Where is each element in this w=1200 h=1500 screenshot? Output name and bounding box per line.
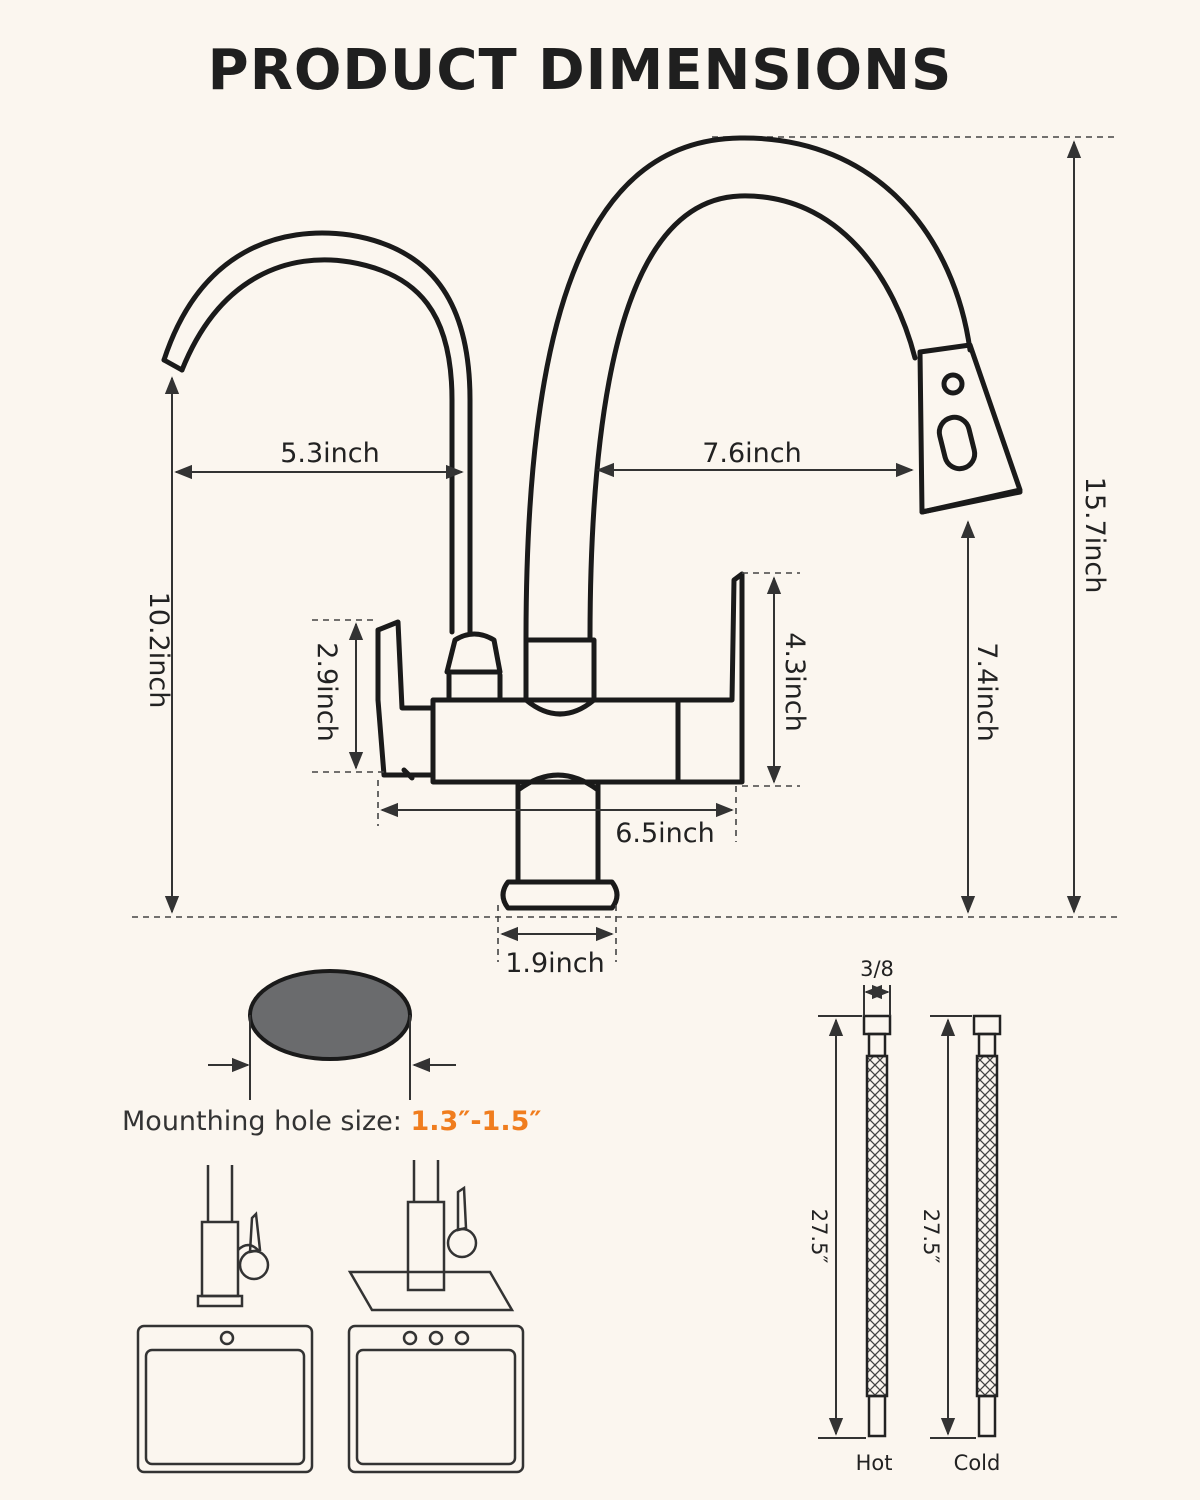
mounting-hole-range: 1.3″-1.5″ xyxy=(410,1106,542,1137)
three-hole-installation xyxy=(347,1160,525,1474)
filter-height-label: 10.2inch xyxy=(143,592,174,709)
page-title: PRODUCT DIMENSIONS xyxy=(207,38,953,103)
faucet-illustration xyxy=(161,135,1023,911)
left-handle-label: 2.9inch xyxy=(311,642,342,742)
hose-thread-label: 3/8 xyxy=(860,957,894,981)
hot-hose-length-label: 27.5″ xyxy=(807,1209,831,1264)
cold-hose-label: Cold xyxy=(954,1451,1001,1475)
filter-reach-label: 5.3inch xyxy=(280,438,380,469)
base-diameter-label: 1.9inch xyxy=(505,948,605,979)
spray-button-icon xyxy=(941,372,965,396)
mounting-hole-label: Mounthing hole size: xyxy=(122,1106,411,1137)
mounting-hole-size-text: Mounthing hole size: 1.3″-1.5″ xyxy=(122,1106,541,1137)
mounting-hole-icon xyxy=(248,969,412,1061)
hot-hose-label: Hot xyxy=(856,1451,893,1475)
spout-clearance-label: 7.4inch xyxy=(971,642,1002,742)
right-handle-label: 4.3inch xyxy=(779,632,810,732)
total-height-label: 15.7inch xyxy=(1079,477,1110,594)
hot-hose-illustration xyxy=(818,984,892,1439)
spray-toggle-icon xyxy=(936,414,978,472)
mounting-hole-illustration xyxy=(208,969,456,1100)
spout-reach-label: 7.6inch xyxy=(702,438,802,469)
cold-hose-length-label: 27.5″ xyxy=(919,1209,943,1264)
single-hole-installation xyxy=(136,1165,314,1474)
cold-hose-illustration xyxy=(930,1014,1002,1439)
three-hole-sink-icon xyxy=(347,1324,525,1474)
deck-plate-icon xyxy=(347,1270,515,1312)
single-hole-sink-icon xyxy=(136,1324,314,1474)
body-width-label: 6.5inch xyxy=(615,818,715,849)
